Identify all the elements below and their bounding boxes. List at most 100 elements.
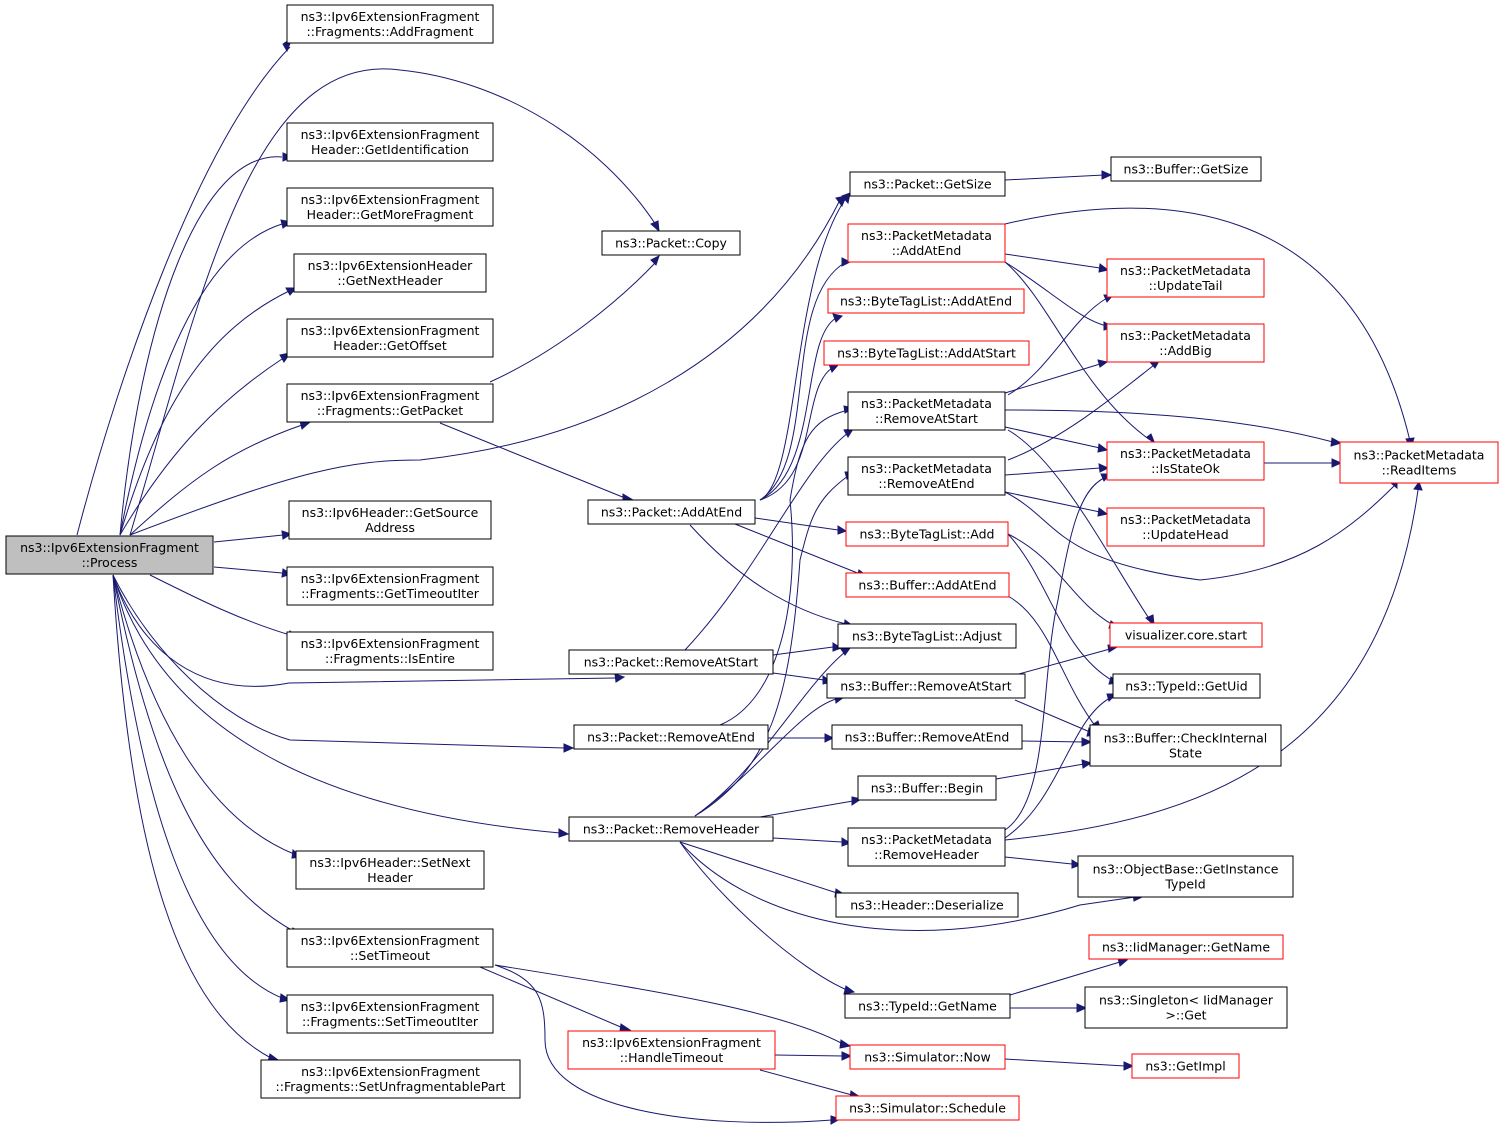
- node-label: ::Fragments::GetPacket: [317, 403, 463, 418]
- node-box: [1106, 323, 1265, 363]
- node-box: [1109, 622, 1263, 648]
- node-label: ns3::IidManager::GetName: [1102, 940, 1270, 955]
- node-label: ::Fragments::AddFragment: [307, 24, 474, 39]
- node-pm-update-tail[interactable]: ns3::PacketMetadata::UpdateTail: [1106, 258, 1265, 298]
- node-buf-get-size[interactable]: ns3::Buffer::GetSize: [1110, 156, 1262, 182]
- node-sim-now[interactable]: ns3::Simulator::Now: [849, 1044, 1006, 1070]
- node-singleton-get[interactable]: ns3::Singleton< IidManager>::Get: [1084, 986, 1288, 1029]
- node-buf-begin[interactable]: ns3::Buffer::Begin: [857, 775, 997, 801]
- arrowhead: [558, 828, 570, 838]
- node-label: Header: [367, 870, 413, 885]
- node-btl-add-at-end[interactable]: ns3::ByteTagList::AddAtEnd: [827, 288, 1025, 314]
- node-set-unfrag-part[interactable]: ns3::Ipv6ExtensionFragment::Fragments::S…: [260, 1059, 521, 1099]
- node-box: [1106, 441, 1265, 481]
- node-label: ns3::Ipv6ExtensionFragment: [301, 933, 480, 948]
- node-box: [295, 850, 485, 890]
- node-label: ns3::Packet::RemoveAtStart: [584, 655, 759, 670]
- node-packet-remove-header[interactable]: ns3::Packet::RemoveHeader: [568, 816, 774, 842]
- node-label: Header::GetIdentification: [311, 142, 469, 157]
- node-pm-remove-at-end[interactable]: ns3::PacketMetadata::RemoveAtEnd: [847, 456, 1006, 496]
- call-edge: [1004, 473, 1112, 831]
- node-get-packet[interactable]: ns3::Ipv6ExtensionFragment::Fragments::G…: [286, 383, 494, 423]
- node-label: ::UpdateHead: [1142, 527, 1228, 542]
- node-packet-remove-at-start[interactable]: ns3::Packet::RemoveAtStart: [568, 649, 774, 675]
- node-set-timeout-iter[interactable]: ns3::Ipv6ExtensionFragment::Fragments::S…: [286, 994, 494, 1034]
- node-box: [286, 994, 494, 1034]
- call-edge: [772, 672, 834, 685]
- node-pm-add-big[interactable]: ns3::PacketMetadata::AddBig: [1106, 323, 1265, 363]
- node-packet-remove-at-end[interactable]: ns3::Packet::RemoveAtEnd: [573, 724, 769, 750]
- node-pm-remove-header[interactable]: ns3::PacketMetadata::RemoveHeader: [847, 827, 1006, 867]
- arrowhead: [1413, 480, 1423, 491]
- node-label: ns3::PacketMetadata: [1354, 448, 1485, 463]
- node-get-identification[interactable]: ns3::Ipv6ExtensionFragmentHeader::GetIde…: [286, 122, 494, 162]
- node-pm-add-at-end[interactable]: ns3::PacketMetadata::AddAtEnd: [847, 223, 1006, 263]
- node-box: [1088, 934, 1284, 960]
- node-label: ns3::Simulator::Schedule: [849, 1101, 1006, 1116]
- node-buf-remove-at-start[interactable]: ns3::Buffer::RemoveAtStart: [826, 673, 1026, 699]
- node-box: [587, 499, 756, 525]
- node-packet-get-size[interactable]: ns3::Packet::GetSize: [849, 171, 1006, 197]
- node-box: [1106, 258, 1265, 298]
- node-set-timeout[interactable]: ns3::Ipv6ExtensionFragment::SetTimeout: [286, 928, 494, 968]
- node-get-timeout-iter[interactable]: ns3::Ipv6ExtensionFragment::Fragments::G…: [286, 566, 494, 606]
- node-btl-adjust[interactable]: ns3::ByteTagList::Adjust: [837, 623, 1017, 649]
- call-edge: [1004, 253, 1110, 273]
- node-header-deserialize[interactable]: ns3::Header::Deserialize: [835, 892, 1019, 918]
- node-pm-is-state-ok[interactable]: ns3::PacketMetadata::IsStateOk: [1106, 441, 1265, 481]
- node-type-id-get-uid[interactable]: ns3::TypeId::GetUid: [1112, 673, 1261, 699]
- node-label: ns3::ByteTagList::Add: [859, 527, 994, 542]
- node-buf-remove-at-end[interactable]: ns3::Buffer::RemoveAtEnd: [831, 724, 1023, 750]
- node-label: ns3::ByteTagList::AddAtStart: [837, 346, 1016, 361]
- node-sim-schedule[interactable]: ns3::Simulator::Schedule: [835, 1095, 1020, 1121]
- node-box: [288, 500, 492, 540]
- call-edge: [149, 574, 300, 640]
- node-label: ns3::TypeId::GetUid: [1125, 679, 1247, 694]
- node-box: [568, 649, 774, 675]
- node-box: [849, 1044, 1006, 1070]
- node-label: ns3::Ipv6ExtensionFragment: [20, 540, 199, 555]
- node-get-more-fragment[interactable]: ns3::Ipv6ExtensionFragmentHeader::GetMor…: [286, 187, 494, 227]
- call-edge: [494, 964, 852, 1049]
- node-label: TypeId: [1164, 877, 1205, 892]
- node-get-impl[interactable]: ns3::GetImpl: [1131, 1053, 1240, 1079]
- call-edge: [489, 255, 660, 383]
- node-get-next-header[interactable]: ns3::Ipv6ExtensionHeader::GetNextHeader: [293, 253, 487, 293]
- node-btl-add-at-start[interactable]: ns3::ByteTagList::AddAtStart: [823, 340, 1030, 366]
- node-label: ns3::Ipv6Header::SetNext: [309, 855, 470, 870]
- node-label: ::RemoveHeader: [874, 847, 980, 862]
- node-packet-add-at-end[interactable]: ns3::Packet::AddAtEnd: [587, 499, 756, 525]
- node-label: Address: [365, 520, 415, 535]
- node-is-entire[interactable]: ns3::Ipv6ExtensionFragment::Fragments::I…: [286, 631, 494, 671]
- arrowhead: [841, 192, 851, 205]
- node-label: ::AddAtEnd: [892, 243, 962, 258]
- node-handle-timeout[interactable]: ns3::Ipv6ExtensionFragment::HandleTimeou…: [567, 1030, 776, 1070]
- node-box: [286, 122, 494, 162]
- node-buf-add-at-end[interactable]: ns3::Buffer::AddAtEnd: [845, 572, 1010, 598]
- node-box: [847, 223, 1006, 263]
- node-add-fragment[interactable]: ns3::Ipv6ExtensionFragment::Fragments::A…: [286, 4, 494, 44]
- node-pm-remove-at-start[interactable]: ns3::PacketMetadata::RemoveAtStart: [847, 391, 1006, 431]
- call-edge: [759, 363, 839, 501]
- node-iid-get-name[interactable]: ns3::IidManager::GetName: [1088, 934, 1284, 960]
- node-packet-copy[interactable]: ns3::Packet::Copy: [601, 230, 741, 256]
- node-label: ns3::Packet::RemoveHeader: [583, 822, 760, 837]
- node-label: ns3::Ipv6ExtensionFragment: [301, 388, 480, 403]
- node-label: ns3::Ipv6Header::GetSource: [302, 505, 479, 520]
- node-pm-update-head[interactable]: ns3::PacketMetadata::UpdateHead: [1106, 507, 1265, 547]
- call-edge: [1010, 1003, 1088, 1013]
- call-edge: [1007, 533, 1121, 629]
- node-pm-read-items[interactable]: ns3::PacketMetadata::ReadItems: [1339, 441, 1499, 484]
- node-process[interactable]: ns3::Ipv6ExtensionFragment::Process: [5, 535, 214, 575]
- node-label: ns3::PacketMetadata: [1120, 263, 1251, 278]
- node-get-offset[interactable]: ns3::Ipv6ExtensionFragmentHeader::GetOff…: [286, 318, 494, 358]
- node-btl-add[interactable]: ns3::ByteTagList::Add: [845, 521, 1009, 547]
- arrowhead: [1330, 437, 1343, 447]
- node-type-id-get-name[interactable]: ns3::TypeId::GetName: [844, 993, 1011, 1019]
- node-label: ns3::Ipv6ExtensionFragment: [301, 127, 480, 142]
- node-viz-start[interactable]: visualizer.core.start: [1109, 622, 1263, 648]
